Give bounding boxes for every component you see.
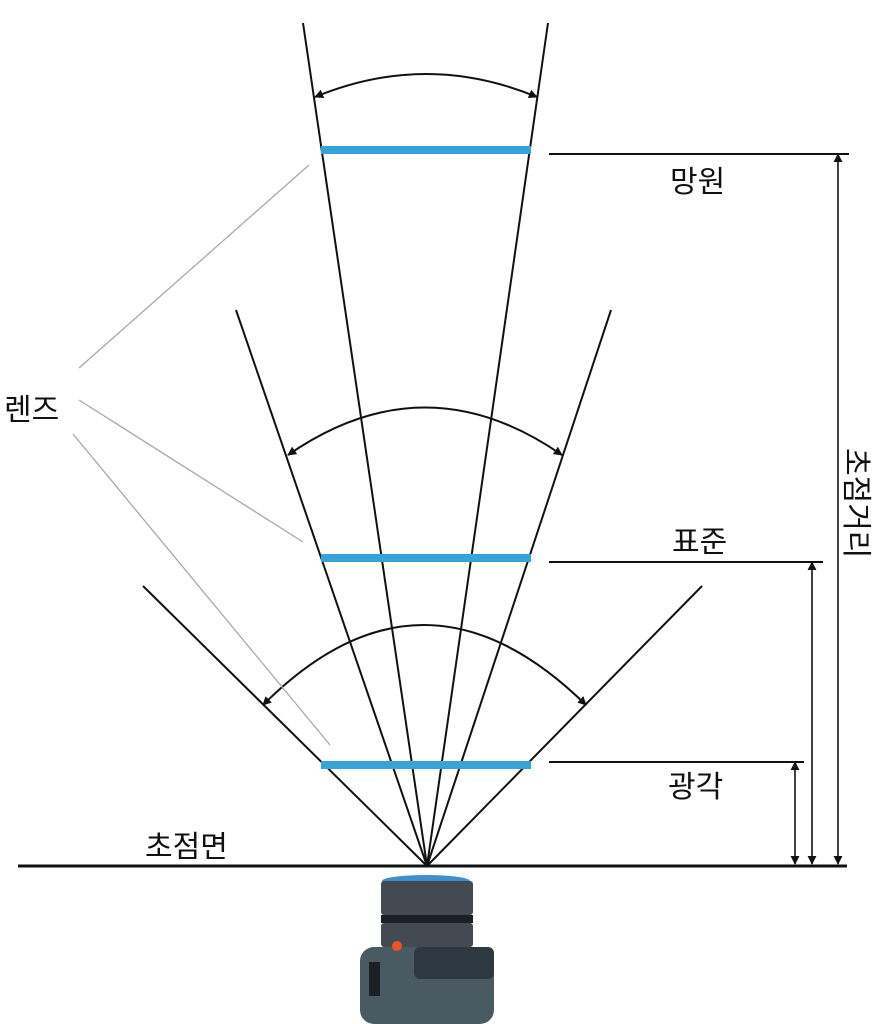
angle-arc-standard — [287, 406, 563, 456]
label-focal-length: 초점거리 — [838, 448, 873, 558]
camera-icon — [360, 875, 494, 1024]
angle-arc-telephoto — [314, 73, 538, 99]
lens-leader-lines — [72, 164, 331, 746]
camera-lens-ring-top — [381, 881, 473, 915]
fov-rays-standard — [235, 309, 612, 867]
label-telephoto: 망원 — [670, 165, 725, 200]
ray-wide-left — [142, 585, 428, 867]
focal-distance-arrows — [790, 153, 843, 865]
label-standard: 표준 — [672, 525, 727, 560]
ray-standard-right — [426, 309, 612, 867]
label-lens: 렌즈 — [4, 393, 59, 428]
ray-telephoto-right — [426, 22, 549, 867]
camera-shutter-dot — [392, 941, 402, 951]
ray-wide-right — [426, 585, 703, 867]
ray-telephoto-left — [302, 22, 428, 867]
camera-top-panel — [414, 947, 494, 979]
ray-standard-left — [235, 309, 428, 867]
angle-arc-wide — [262, 624, 587, 706]
label-focal-plane: 초점면 — [145, 830, 228, 865]
leader-standard — [78, 399, 304, 543]
camera-lens-gap — [381, 915, 473, 923]
fov-rays-wide — [142, 585, 703, 867]
camera-lens-ring-bottom — [381, 923, 473, 947]
label-wide: 광각 — [668, 770, 723, 805]
reference-lines — [549, 153, 849, 763]
fov-rays-telephoto — [302, 22, 549, 867]
leader-telephoto — [78, 164, 310, 369]
leader-wide — [72, 433, 331, 746]
camera-grip — [369, 962, 380, 996]
